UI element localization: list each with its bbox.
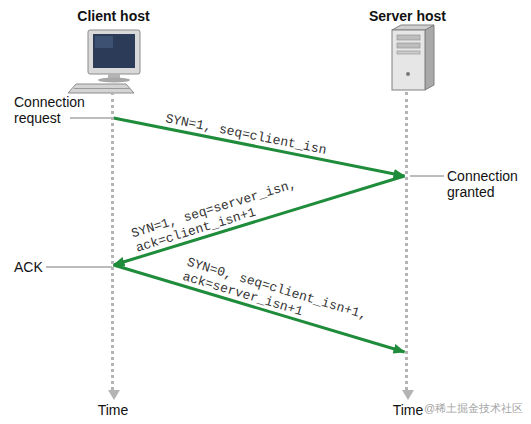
event-label: Connection granted [447,168,529,200]
server-tower-icon [392,25,434,90]
segment-fields: SYN=1, seq=server_isn, ack=client_isn+1 [129,174,309,255]
monitor-screen [93,34,135,68]
keyboard-keys [74,88,130,89]
tower-front [392,30,425,90]
monitor-frame [88,30,140,74]
monitor-base [98,78,130,83]
segment-fields: SYN=0, seq=client_isn+1, ack=server_isn+… [181,254,376,339]
axis-label: Time [83,402,143,418]
leader-line [46,267,112,268]
drive-slot [397,51,420,54]
host-timeline: Client host [111,92,114,390]
event-label: ACK [14,259,54,275]
message-arrow [114,118,405,176]
power-button [406,72,410,76]
leader-line [70,118,112,119]
tower-side [425,25,434,90]
event-label: Connection request [14,94,102,126]
tower-top [392,25,434,30]
host-heading: Server host [333,8,483,24]
host-timeline: Server host [405,92,408,390]
time-arrowhead [108,390,120,400]
client-computer-icon [68,30,140,93]
time-arrowhead [402,390,414,400]
host-heading: Client host [39,8,189,24]
keyboard [68,84,134,93]
segment-fields: SYN=1, seq=client_isn [164,111,328,158]
drive-bay [397,35,420,40]
watermark: @稀土掘金技术社区 [424,400,531,416]
screen-glare [95,36,113,48]
drive-bay [397,43,420,48]
leader-line [410,176,444,177]
